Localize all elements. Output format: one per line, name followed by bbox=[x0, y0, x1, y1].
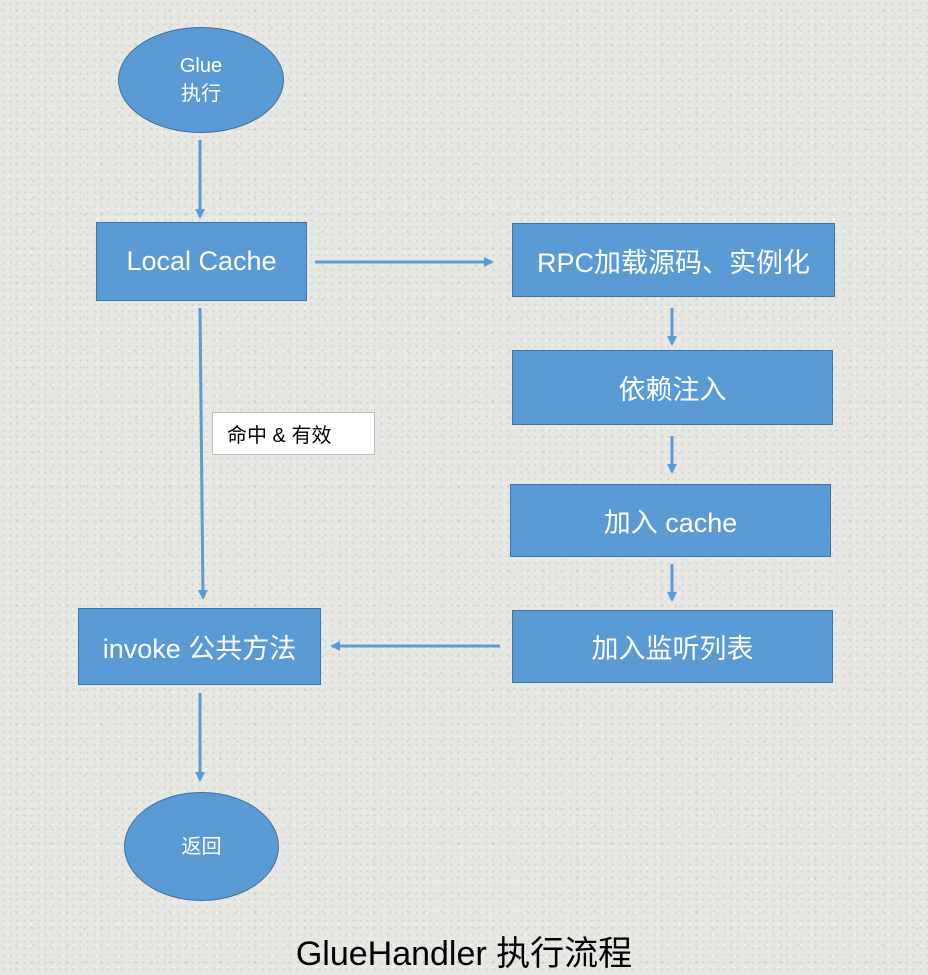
end-node: 返回 bbox=[124, 792, 279, 901]
add-listener-node: 加入监听列表 bbox=[512, 610, 833, 683]
dependency-injection-node: 依赖注入 bbox=[512, 350, 833, 425]
start-node-line1: Glue bbox=[179, 55, 223, 77]
arrow-local-cache-to-invoke bbox=[197, 307, 208, 600]
add-cache-node: 加入 cache bbox=[510, 484, 831, 557]
diagram-title: GlueHandler 执行流程 bbox=[295, 935, 633, 973]
invoke-node: invoke 公共方法 bbox=[78, 608, 321, 685]
start-node: Glue 执行 bbox=[118, 27, 284, 133]
edge-label-hit-valid: 命中 & 有效 bbox=[212, 412, 375, 455]
rpc-load-node: RPC加载源码、实例化 bbox=[512, 223, 835, 297]
start-node-line2: 执行 bbox=[181, 83, 221, 105]
local-cache-node: Local Cache bbox=[96, 222, 307, 301]
